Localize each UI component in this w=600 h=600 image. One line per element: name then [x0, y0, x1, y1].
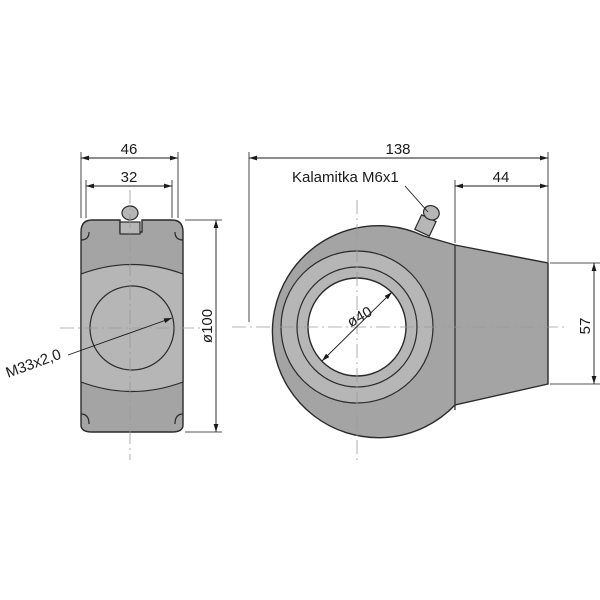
front-view — [232, 200, 565, 460]
dim-label-138: 138 — [385, 141, 410, 158]
dim-label-57: 57 — [577, 318, 594, 335]
thread-leader — [67, 317, 173, 356]
side-view — [60, 190, 200, 460]
side-view-notch — [80, 413, 90, 425]
front-grease-nipple — [414, 204, 440, 237]
thread-label: M33x2,0 — [4, 346, 64, 382]
side-view-notch — [174, 413, 184, 425]
dim-label-46: 46 — [121, 141, 138, 158]
side-view-notch — [80, 231, 90, 241]
grease-nipple-leader — [404, 185, 429, 213]
dim-label-44: 44 — [493, 169, 510, 186]
bore-dim-line — [321, 291, 393, 362]
front-grease-nipple-head — [422, 204, 440, 221]
grease-nipple-label: Kalamitka M6x1 — [292, 169, 399, 186]
side-view-notch — [174, 231, 184, 241]
front-dimensions: 138 44 Kalamitka M6x1 57 ø40 — [248, 141, 600, 385]
dim-label-32: 32 — [121, 169, 138, 186]
dim-label-100: ø100 — [199, 309, 216, 343]
